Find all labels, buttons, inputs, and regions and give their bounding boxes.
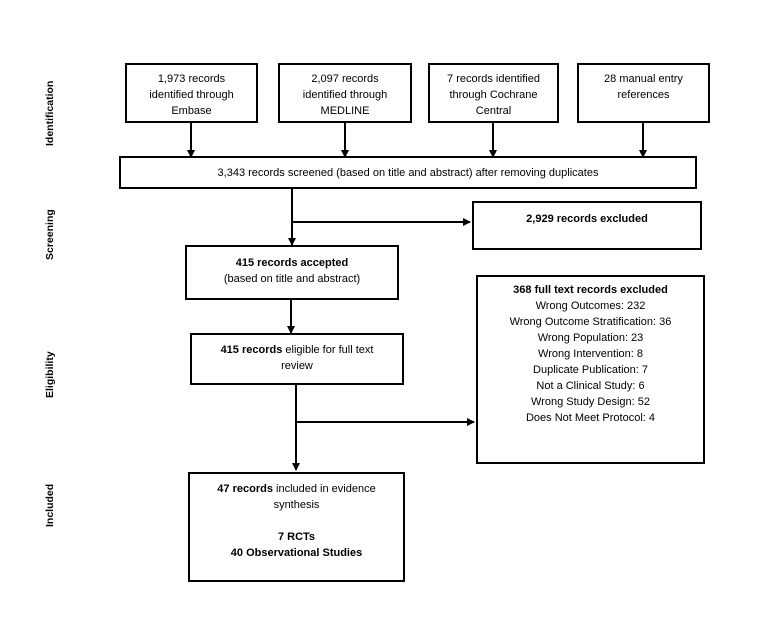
fulltext-excluded-title: 368 full text records excluded bbox=[513, 284, 668, 296]
cochrane-records-box: 7 records identified through Cochrane Ce… bbox=[428, 63, 559, 123]
cochrane-line-2: through Cochrane bbox=[449, 89, 538, 101]
medline-records-box: 2,097 records identified through MEDLINE bbox=[278, 63, 412, 123]
included-rcts: 7 RCTs bbox=[277, 531, 316, 543]
medline-line-3: MEDLINE bbox=[320, 105, 370, 117]
eligible-records-box: 415 records eligible for full text revie… bbox=[190, 333, 404, 385]
records-screened-box: 3,343 records screened (based on title a… bbox=[119, 156, 697, 189]
included-line-2: synthesis bbox=[273, 499, 320, 511]
cochrane-line-3: Central bbox=[475, 105, 512, 117]
screening-excluded-text: 2,929 records excluded bbox=[526, 213, 648, 225]
eligible-line-2: review bbox=[281, 360, 313, 372]
exclusion-reason: Does Not Meet Protocol: 4 bbox=[525, 412, 655, 424]
cochrane-line-1: 7 records identified bbox=[447, 73, 540, 85]
eligible-line-1: 415 records eligible for full text bbox=[192, 342, 402, 358]
accepted-title: 415 records accepted bbox=[235, 257, 349, 269]
included-records-box: 47 records included in evidence synthesi… bbox=[188, 472, 405, 582]
embase-line-1: 1,973 records bbox=[157, 73, 226, 85]
fulltext-excluded-box: 368 full text records excluded Wrong Out… bbox=[476, 275, 705, 464]
records-screened-text: 3,343 records screened (based on title a… bbox=[217, 167, 599, 179]
records-accepted-box: 415 records accepted (based on title and… bbox=[185, 245, 399, 300]
exclusion-reason: Wrong Intervention: 8 bbox=[538, 348, 643, 360]
exclusion-reason: Wrong Outcomes: 232 bbox=[535, 300, 646, 312]
exclusion-reason: Wrong Outcome Stratification: 36 bbox=[509, 316, 672, 328]
eligible-rest: eligible for full text bbox=[282, 344, 374, 356]
medline-line-1: 2,097 records bbox=[311, 73, 379, 85]
manual-line-1: 28 manual entry bbox=[604, 73, 683, 85]
embase-records-box: 1,973 records identified through Embase bbox=[125, 63, 258, 123]
medline-line-2: identified through bbox=[302, 89, 388, 101]
included-line-1: 47 records included in evidence bbox=[190, 481, 403, 497]
included-rest: included in evidence bbox=[272, 483, 376, 495]
manual-references-box: 28 manual entry references bbox=[577, 63, 710, 123]
embase-line-2: identified through bbox=[149, 89, 234, 101]
manual-line-2: references bbox=[617, 89, 670, 101]
exclusion-reason: Not a Clinical Study: 6 bbox=[536, 380, 645, 392]
included-count: 47 records bbox=[217, 483, 273, 495]
eligible-count: 415 records bbox=[220, 344, 283, 356]
exclusion-reason: Wrong Study Design: 52 bbox=[530, 396, 651, 408]
exclusion-reason: Wrong Population: 23 bbox=[537, 332, 644, 344]
screening-excluded-box: 2,929 records excluded bbox=[472, 201, 702, 250]
accepted-subtitle: (based on title and abstract) bbox=[223, 273, 361, 285]
embase-line-3: Embase bbox=[171, 105, 212, 117]
included-observational: 40 Observational Studies bbox=[230, 547, 363, 559]
exclusion-reason: Duplicate Publication: 7 bbox=[533, 364, 648, 376]
included-spacer bbox=[190, 513, 403, 529]
